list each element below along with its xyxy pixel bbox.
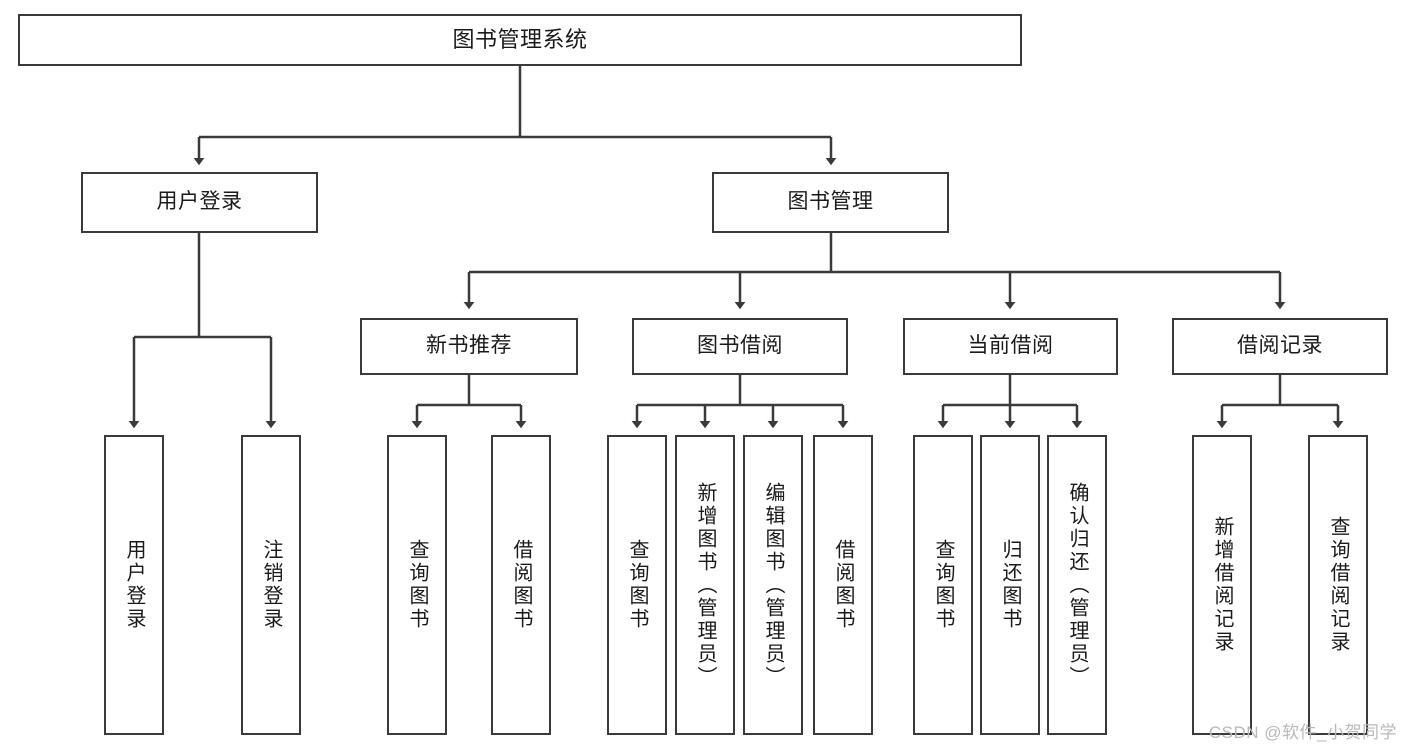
node-borrow-records[interactable]: 借阅记录 — [1172, 318, 1388, 375]
leaf-borrow-edit-book-admin[interactable]: 编辑图书（管理员） — [743, 435, 803, 735]
node-label: 图书管理 — [787, 190, 874, 214]
node-book-management[interactable]: 图书管理 — [712, 172, 949, 233]
leaf-records-query[interactable]: 查询借阅记录 — [1308, 435, 1368, 735]
node-label: 查询图书 — [626, 539, 648, 631]
leaf-borrow-add-book-admin[interactable]: 新增图书（管理员） — [675, 435, 735, 735]
node-label: 用户登录 — [156, 190, 243, 214]
node-label: 图书借阅 — [697, 334, 783, 358]
node-label: 归还图书 — [999, 539, 1021, 631]
leaf-new-book-query[interactable]: 查询图书 — [387, 435, 447, 735]
node-label: 查询借阅记录 — [1327, 516, 1349, 654]
node-label: 查询图书 — [406, 539, 428, 631]
node-label: 用户登录 — [123, 539, 145, 631]
node-label: 新增图书（管理员） — [694, 481, 716, 689]
node-label: 借阅记录 — [1237, 334, 1323, 358]
node-book-borrow[interactable]: 图书借阅 — [632, 318, 848, 375]
node-new-book-recommend[interactable]: 新书推荐 — [360, 318, 578, 375]
node-label: 当前借阅 — [967, 334, 1054, 358]
node-label: 新书推荐 — [426, 334, 512, 358]
leaf-borrow-book[interactable]: 借阅图书 — [813, 435, 873, 735]
node-label: 编辑图书（管理员） — [762, 481, 784, 689]
node-label: 图书管理系统 — [452, 27, 588, 53]
node-current-borrow[interactable]: 当前借阅 — [903, 318, 1118, 375]
leaf-current-confirm-return-admin[interactable]: 确认归还（管理员） — [1047, 435, 1107, 735]
node-user-login[interactable]: 用户登录 — [81, 172, 318, 233]
node-label: 借阅图书 — [832, 539, 854, 631]
leaf-records-add[interactable]: 新增借阅记录 — [1192, 435, 1252, 735]
leaf-current-return-book[interactable]: 归还图书 — [980, 435, 1040, 735]
leaf-current-query-book[interactable]: 查询图书 — [913, 435, 973, 735]
leaf-user-login[interactable]: 用户登录 — [104, 435, 164, 735]
node-root-library-system[interactable]: 图书管理系统 — [18, 14, 1022, 66]
node-label: 查询图书 — [932, 539, 954, 631]
node-label: 确认归还（管理员） — [1066, 481, 1088, 689]
node-label: 注销登录 — [260, 539, 282, 631]
leaf-user-logout[interactable]: 注销登录 — [241, 435, 301, 735]
leaf-new-book-borrow[interactable]: 借阅图书 — [491, 435, 551, 735]
node-label: 新增借阅记录 — [1211, 516, 1233, 654]
leaf-borrow-query-book[interactable]: 查询图书 — [607, 435, 667, 735]
node-label: 借阅图书 — [510, 539, 532, 631]
